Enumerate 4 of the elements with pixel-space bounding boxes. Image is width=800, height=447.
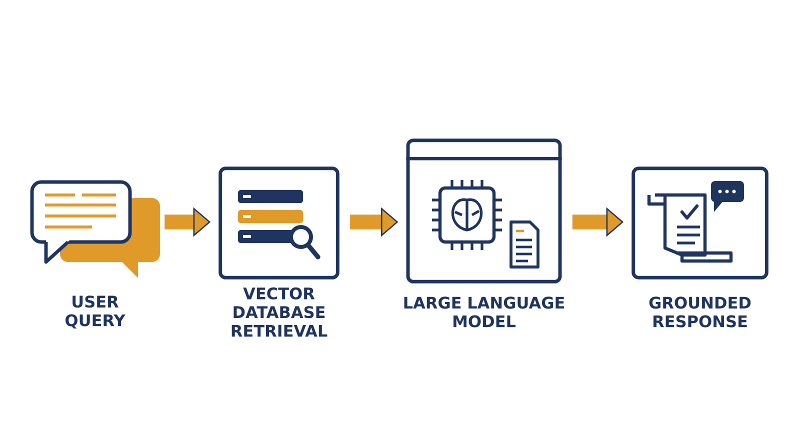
step-label: LARGE LANGUAGE MODEL bbox=[404, 296, 564, 328]
step-label: GROUNDED RESPONSE bbox=[649, 296, 751, 328]
step-label: VECTOR DATABASE RETRIEVAL bbox=[232, 287, 328, 337]
step-label: USER QUERY bbox=[66, 296, 126, 328]
